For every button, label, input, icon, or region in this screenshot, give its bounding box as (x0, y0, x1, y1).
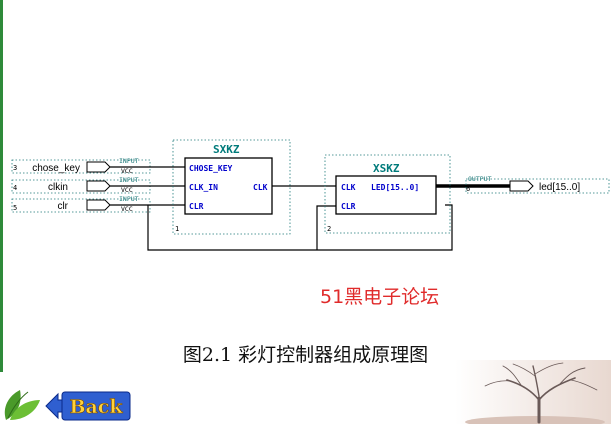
output-port-icon (509, 180, 534, 192)
left-accent-bar (0, 0, 3, 372)
block-name: XSKZ (373, 162, 400, 175)
back-arrow-icon (45, 392, 63, 420)
port-label: CLK (341, 183, 356, 192)
input-port-icon (86, 199, 111, 211)
block-body (184, 157, 273, 215)
port-label: LED[15..0] (371, 183, 419, 192)
back-navigation[interactable]: Back (0, 378, 150, 424)
input-name: clr (57, 201, 68, 212)
port-label: CLK (253, 183, 268, 192)
input-type: INPUT (119, 176, 139, 184)
wire-clr-to-xskz (316, 205, 336, 250)
input-type: INPUT (119, 157, 139, 165)
output-led: OUTPUT 6 led[15..0] (465, 175, 610, 194)
tree-illustration (455, 360, 611, 424)
port-label: CHOSE_KEY (189, 164, 233, 173)
back-button[interactable]: Back (45, 391, 131, 421)
output-name: led[15..0] (539, 182, 580, 193)
input-pin-number: 5 (13, 204, 17, 212)
port-label: CLR (341, 202, 356, 211)
block-body (335, 175, 437, 215)
output-pin-number: 6 (466, 185, 470, 193)
port-label: CLR (189, 202, 204, 211)
port-label: CLK_IN (189, 183, 218, 192)
block-schematic: 3 chose_key INPUT VCC 4 clkin INPUT VCC … (11, 139, 610, 251)
input-row-clkin: 4 clkin INPUT VCC (13, 176, 139, 194)
input-name: clkin (48, 182, 68, 193)
block-number: 1 (175, 225, 179, 233)
figure-caption: 图2.1 彩灯控制器组成原理图 (182, 344, 429, 366)
back-button-label: Back (69, 396, 123, 418)
block-sxkz: SXKZ CHOSE_KEY CLK_IN CLR CLK 1 (172, 139, 291, 235)
input-supply: VCC (121, 205, 133, 213)
input-supply: VCC (121, 186, 133, 194)
input-port-icon (86, 161, 111, 173)
output-type: OUTPUT (468, 175, 492, 183)
input-pin-number: 3 (13, 164, 17, 172)
watermark-text: 51黑电子论坛 (320, 286, 440, 308)
input-row-chose-key: 3 chose_key INPUT VCC (13, 157, 139, 175)
input-name: chose_key (32, 163, 80, 174)
block-name: SXKZ (213, 143, 240, 156)
leaf-icon (4, 390, 40, 420)
input-supply: VCC (121, 167, 133, 175)
block-number: 2 (327, 225, 331, 233)
input-pin-number: 4 (13, 184, 17, 192)
input-type: INPUT (119, 195, 139, 203)
input-row-clr: 5 clr INPUT VCC (13, 195, 139, 213)
block-xskz: XSKZ CLK CLR LED[15..0] 2 (324, 154, 451, 234)
input-port-icon (86, 180, 111, 192)
